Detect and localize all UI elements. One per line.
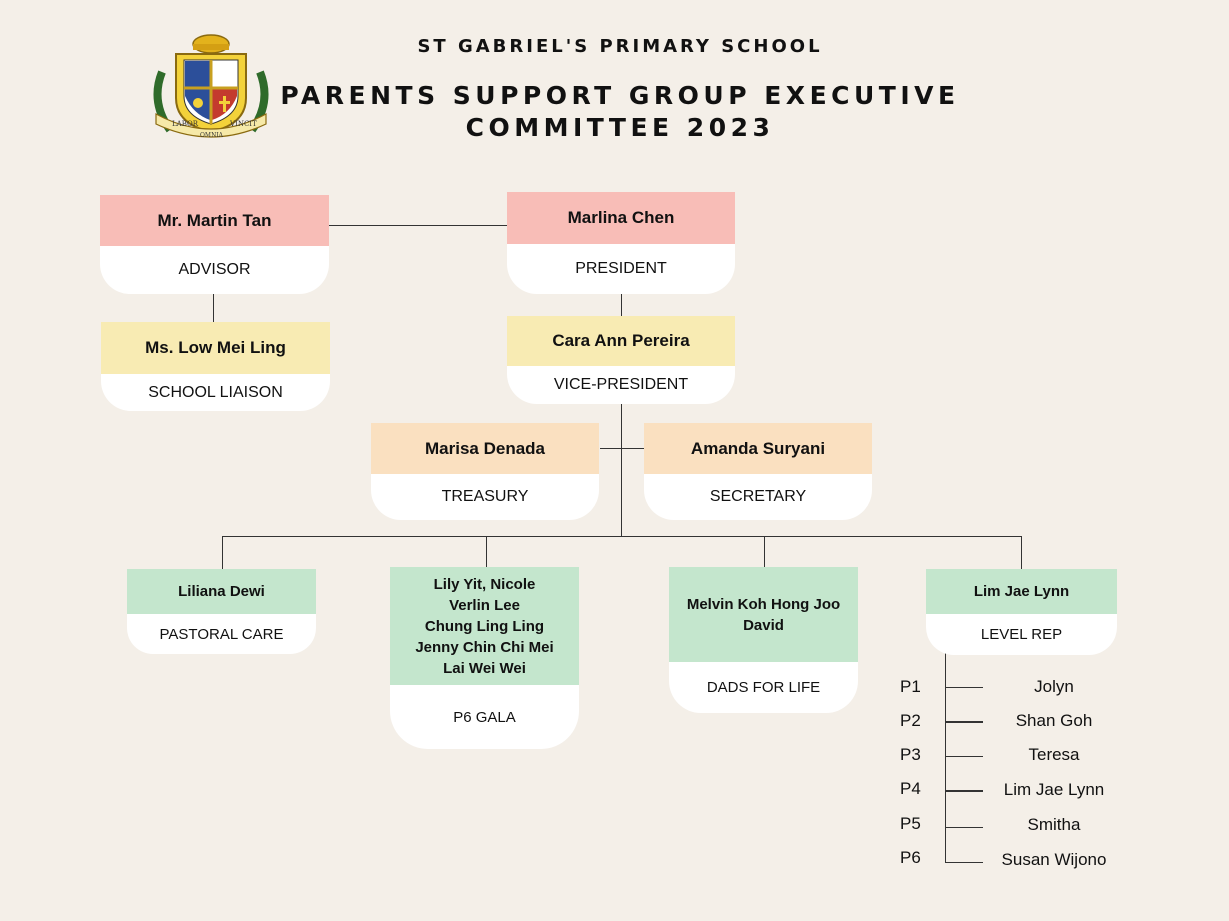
node-name: Marlina Chen [507, 192, 735, 244]
level-rep-p5: Smitha [1027, 815, 1081, 834]
node-name: Mr. Martin Tan [100, 195, 329, 246]
crest-motto-right: VINCIT [229, 120, 257, 128]
node-role: TREASURY [371, 474, 599, 520]
node-role: SECRETARY [644, 474, 872, 520]
connector-level-p6 [945, 862, 983, 863]
connector-vice-trunk [621, 404, 622, 536]
level-code-p1: P1 [900, 677, 921, 696]
member-name: Lai Wei Wei [443, 659, 526, 677]
level-rep-p3: Teresa [1028, 745, 1080, 764]
connector-level-p3 [945, 756, 983, 757]
page-title: PARENTS SUPPORT GROUP EXECUTIVE COMMITTE… [260, 80, 980, 144]
connector-levelrep [1021, 536, 1022, 570]
member-name: Jenny Chin Chi Mei [415, 638, 554, 656]
node-names: Melvin Koh Hong Joo David [669, 567, 858, 662]
title-line-2: COMMITTEE 2023 [465, 113, 775, 142]
node-treasury: Marisa Denada TREASURY [371, 423, 599, 520]
connector-president-vice [621, 294, 622, 316]
connector-treasury-secretary [600, 448, 644, 449]
level-code-p2: P2 [900, 711, 921, 730]
node-name: Marisa Denada [371, 423, 599, 474]
member-name: Lily Yit, Nicole [433, 575, 536, 593]
connector-gala [486, 536, 487, 568]
connector-levels-trunk [945, 652, 946, 863]
connector-advisor-liaison [213, 294, 214, 322]
connector-level-p4 [945, 790, 983, 792]
school-crest-logo: LABOR VINCIT OMNIA [153, 34, 269, 139]
node-dads-for-life: Melvin Koh Hong Joo David DADS FOR LIFE [669, 567, 858, 713]
node-name: Cara Ann Pereira [507, 316, 735, 366]
member-name: Chung Ling Ling [424, 617, 545, 635]
level-code-p5: P5 [900, 814, 921, 833]
member-name: Verlin Lee [449, 596, 520, 614]
node-level-rep: Lim Jae Lynn LEVEL REP [926, 569, 1117, 655]
node-name: Amanda Suryani [644, 423, 872, 474]
level-code-p3: P3 [900, 745, 921, 764]
connector-level-p5 [945, 827, 983, 828]
node-name: Liliana Dewi [127, 569, 316, 614]
node-pastoral-care: Liliana Dewi PASTORAL CARE [127, 569, 316, 654]
node-role: DADS FOR LIFE [669, 662, 858, 713]
node-role: VICE-PRESIDENT [507, 366, 735, 404]
node-president: Marlina Chen PRESIDENT [507, 192, 735, 294]
connector-advisor-president [329, 225, 507, 226]
node-name: Lim Jae Lynn [926, 569, 1117, 614]
connector-dads [764, 536, 765, 568]
school-name: ST GABRIEL'S PRIMARY SCHOOL [417, 36, 823, 57]
node-p6-gala: Lily Yit, Nicole Verlin Lee Chung Ling L… [390, 567, 579, 749]
connector-pastoral [222, 536, 223, 570]
level-code-p6: P6 [900, 848, 921, 867]
title-line-1: PARENTS SUPPORT GROUP EXECUTIVE [280, 81, 960, 110]
node-names: Lily Yit, Nicole Verlin Lee Chung Ling L… [390, 567, 579, 685]
member-name: Melvin Koh Hong Joo [686, 595, 841, 613]
level-rep-p2: Shan Goh [1015, 711, 1093, 730]
connector-level-p1 [945, 687, 983, 688]
node-role: SCHOOL LIAISON [101, 374, 330, 411]
node-role: LEVEL REP [926, 614, 1117, 655]
crest-motto-left: LABOR [172, 120, 199, 128]
node-role: PRESIDENT [507, 244, 735, 294]
node-school-liaison: Ms. Low Mei Ling SCHOOL LIAISON [101, 322, 330, 411]
connector-bottom-bar [222, 536, 1022, 537]
node-secretary: Amanda Suryani SECRETARY [644, 423, 872, 520]
node-role: PASTORAL CARE [127, 614, 316, 654]
node-role: P6 GALA [390, 685, 579, 749]
node-advisor: Mr. Martin Tan ADVISOR [100, 195, 329, 294]
node-role: ADVISOR [100, 246, 329, 294]
member-name: David [743, 616, 784, 634]
node-name: Ms. Low Mei Ling [101, 322, 330, 374]
level-rep-p6: Susan Wijono [1001, 850, 1107, 869]
crest-motto-bottom: OMNIA [200, 132, 224, 139]
connector-level-p2 [945, 721, 983, 723]
level-code-p4: P4 [900, 779, 921, 798]
node-vice-president: Cara Ann Pereira VICE-PRESIDENT [507, 316, 735, 404]
level-rep-p4: Lim Jae Lynn [1003, 780, 1105, 799]
level-rep-p1: Jolyn [1034, 677, 1074, 696]
